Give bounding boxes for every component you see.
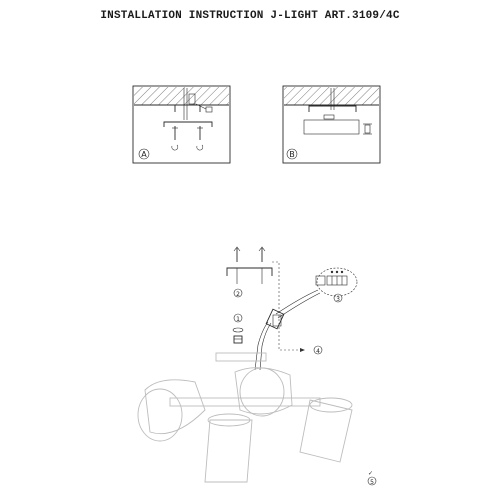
step-1-marker xyxy=(233,313,243,323)
screwdriver-icon: ✓ xyxy=(368,470,373,477)
step-5-label: 5 xyxy=(370,479,374,486)
panel-a-marker xyxy=(138,148,150,160)
step-2-label: 2 xyxy=(236,291,240,298)
step-4-label: 4 xyxy=(316,348,320,355)
page-title: INSTALLATION INSTRUCTION J-LIGHT ART.310… xyxy=(100,10,400,22)
exploded-view: 2 3 1 4 xyxy=(137,246,377,486)
rotate-arrow-icon xyxy=(196,144,204,151)
mounting-bracket xyxy=(308,105,357,112)
terminal-callout xyxy=(316,267,358,297)
panel-b-label: B xyxy=(289,150,295,159)
panel-b-frame xyxy=(282,85,381,164)
step-3-label: 3 xyxy=(336,296,340,303)
ceiling-hatch xyxy=(134,87,229,105)
mounting-bracket xyxy=(163,121,213,127)
rotate-arrow-icon xyxy=(171,144,179,151)
step-4-marker xyxy=(313,345,323,355)
panel-b-marker xyxy=(286,148,298,160)
panel-a: A xyxy=(132,85,231,164)
canopy xyxy=(303,119,360,135)
step-2-marker xyxy=(233,288,243,298)
panel-a-label: A xyxy=(141,150,147,159)
step-5-marker xyxy=(367,476,377,486)
step-1-label: 1 xyxy=(236,316,240,323)
panel-b: B xyxy=(282,85,381,164)
ceiling-hatch xyxy=(284,87,379,105)
step-3-marker xyxy=(333,293,343,303)
panel-a-frame xyxy=(132,85,231,164)
mounting-bracket xyxy=(226,267,273,276)
luminaire-outline xyxy=(137,352,353,483)
connector xyxy=(265,308,285,330)
